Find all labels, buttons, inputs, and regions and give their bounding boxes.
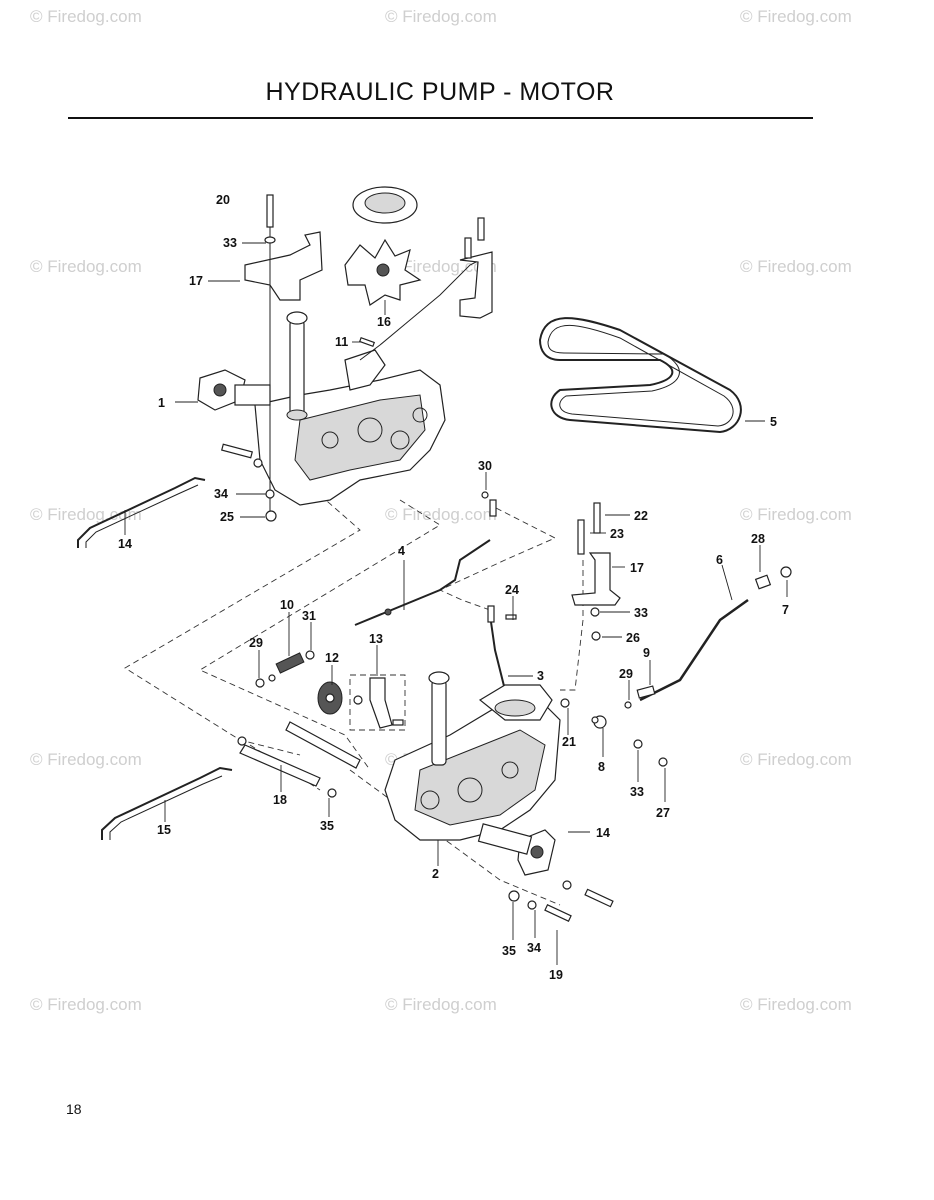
small-parts [220,336,517,623]
watermark: © Firedog.com [385,995,497,1014]
watermark: © Firedog.com [30,505,142,524]
callout-33: 33 [630,785,644,799]
callout-17: 18 [273,793,287,807]
callout-28: 28 [751,532,765,546]
watermark: © Firedog.com [740,750,852,769]
callout-26: 25 [220,510,234,524]
watermark: © Firedog.com [30,7,142,26]
tube-17 [237,721,361,798]
callout-18: 17 [630,561,644,575]
page-title: HYDRAULIC PUMP - MOTOR [265,78,615,106]
callout-2: 2 [432,867,439,881]
callout-7: 7 [782,603,789,617]
callout-labels: 20 33 17 16 11 1 5 30 34 25 14 22 23 28 … [118,193,789,982]
rod-15-lower [101,766,233,840]
callout-31: 29 [249,636,263,650]
bracket-19 [244,194,323,520]
hardware-22-8-27 [560,607,668,767]
rod-6 [639,566,792,702]
title-rule [68,117,813,119]
bolt-20-hardware [508,880,614,923]
watermark: © Firedog.com [740,257,852,276]
callout-8: 8 [598,760,605,774]
callout-19: 17 [189,274,203,288]
lower-transaxle-assembly [384,671,561,876]
rod-15-upper [77,476,206,548]
leader-lines [124,242,788,965]
callout-23: 22 [634,509,648,523]
callout-27: 26 [626,631,640,645]
callout-33: 33 [223,236,237,250]
callout-24: 23 [610,527,624,541]
callout-12: 12 [325,651,339,665]
callout-22: 21 [562,735,576,749]
watermark: © Firedog.com [385,7,497,26]
watermark: © Firedog.com [30,257,142,276]
callout-35: 35 [502,944,516,958]
callout-14: 14 [596,826,610,840]
gear-12 [317,681,343,715]
callout-35: 35 [320,819,334,833]
callout-6: 6 [716,553,723,567]
callout-27: 27 [656,806,670,820]
callout-21: 20 [216,193,230,207]
bracket-18 [571,502,621,606]
callout-3: 3 [537,669,544,683]
callout-33: 33 [634,606,648,620]
watermark: © Firedog.com [740,7,852,26]
callout-15: 15 [157,823,171,837]
watermark: © Firedog.com [385,257,497,276]
watermark: © Firedog.com [30,995,142,1014]
rod-4 [354,539,491,626]
callout-13: 13 [369,632,383,646]
callout-5: 5 [770,415,777,429]
spring-hardware [255,650,315,688]
callout-1: 1 [158,396,165,410]
callout-16: 16 [377,315,391,329]
callout-25: 24 [505,583,519,597]
watermarks: © Firedog.com © Firedog.com © Firedog.co… [30,7,852,1014]
callout-11: 11 [335,335,348,349]
watermark: © Firedog.com [385,505,497,524]
callout-15: 14 [118,537,132,551]
callout-29: 29 [619,667,633,681]
watermark: © Firedog.com [30,750,142,769]
upper-transaxle-assembly [197,311,446,506]
callout-20: 19 [549,968,563,982]
callout-34: 34 [527,941,541,955]
lever-13 [349,674,406,731]
watermark: © Firedog.com [740,505,852,524]
callout-4: 4 [398,544,405,558]
drive-belt-5 [538,317,742,434]
watermark: © Firedog.com [740,995,852,1014]
rod-3 [489,614,506,691]
callout-32: 31 [302,609,316,623]
page-number: 18 [66,1101,82,1117]
callout-10: 10 [280,598,294,612]
callout-9: 9 [643,646,650,660]
pulley-fan-16 [344,186,422,306]
callout-34: 34 [214,487,228,501]
callout-30: 30 [478,459,492,473]
control-linkage-upper [359,217,493,361]
